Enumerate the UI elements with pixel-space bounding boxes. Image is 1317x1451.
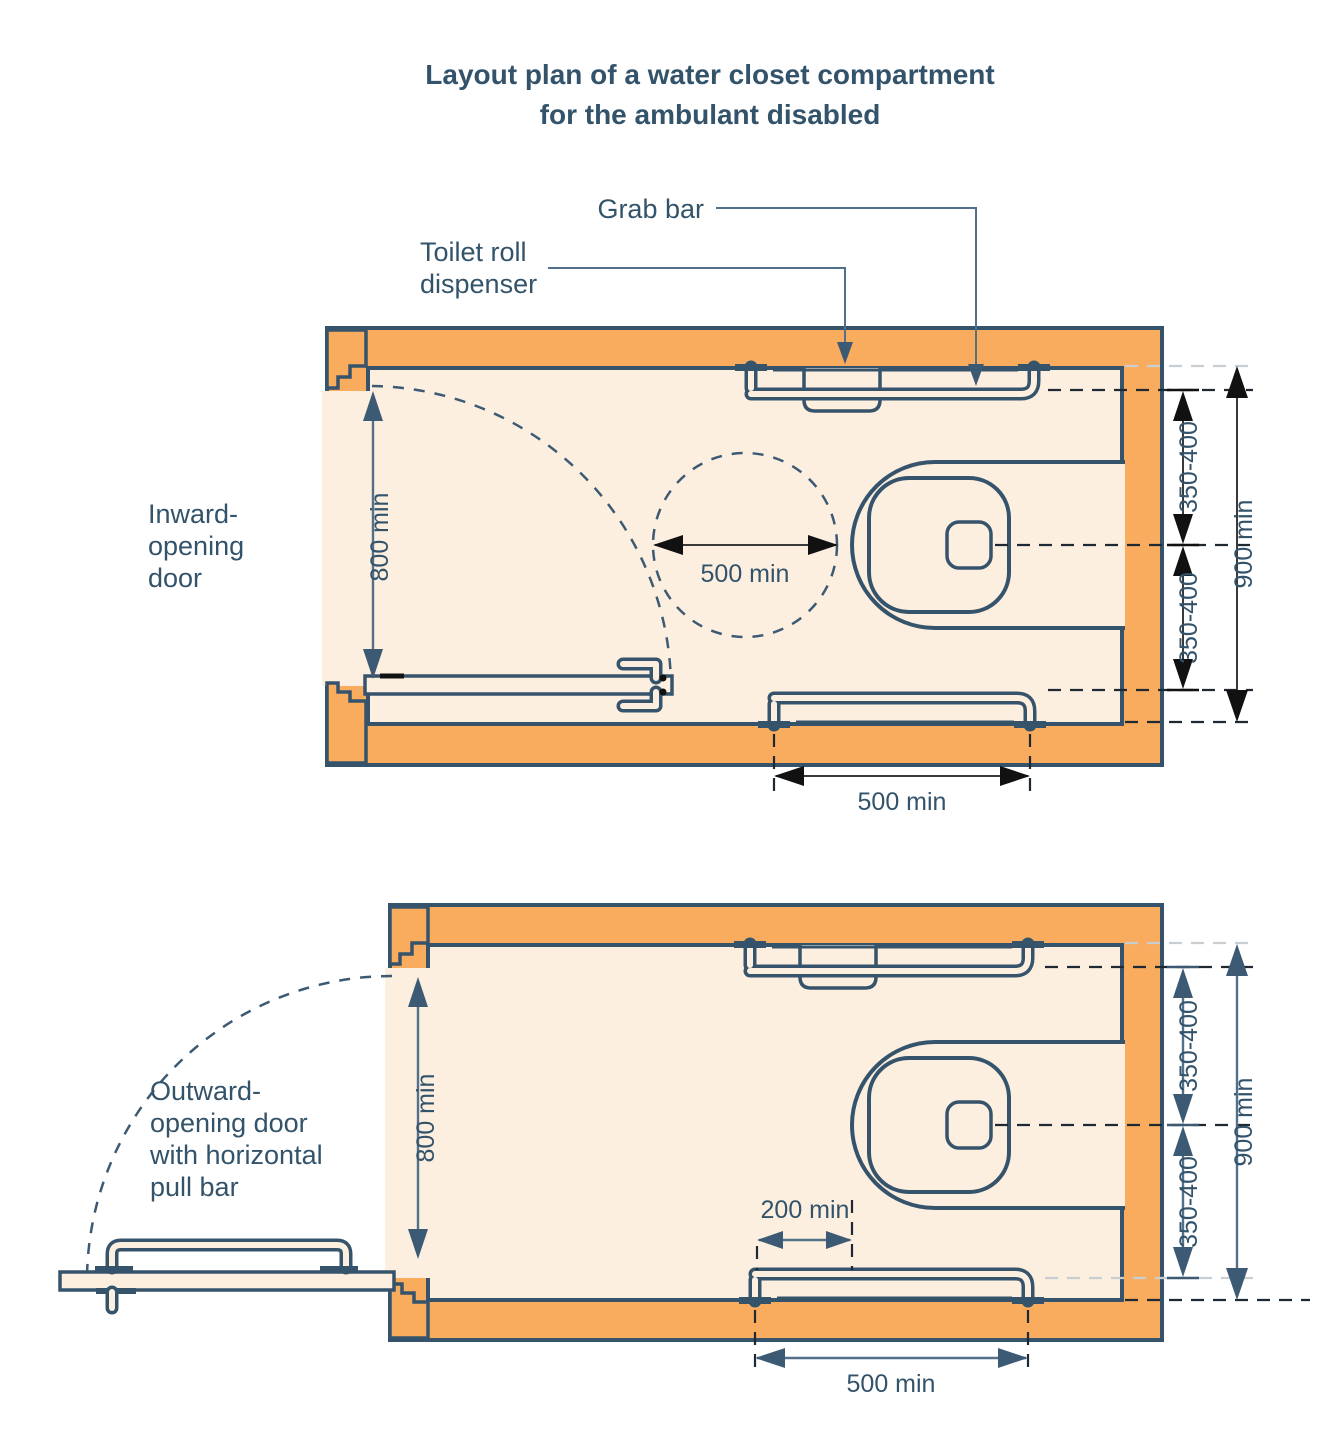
dim-label-500min-bar: 500 min	[858, 788, 947, 816]
dim-label-500min-bar: 500 min	[847, 1370, 936, 1398]
horizontal-pull-bar	[105, 1238, 353, 1275]
dim-bar-beyond-pan: 200 min	[755, 1196, 854, 1270]
toilet	[850, 460, 1125, 630]
dim-bar-length: 500 min	[753, 1310, 1030, 1398]
door-opening	[385, 968, 433, 1278]
dim-bar-length: 500 min	[772, 734, 1032, 816]
dim-label-350-400-lower: 350-400	[1175, 1156, 1203, 1248]
outward-door-line2: opening door	[150, 1108, 308, 1138]
dim-bar-lower: 350-400	[1167, 546, 1203, 692]
dispenser-label-line1: Toilet roll	[420, 237, 527, 267]
grab-bar-bottom	[758, 691, 1046, 732]
dim-label-350-400-upper: 350-400	[1175, 1000, 1203, 1092]
label-outward-door: Outward- opening door with horizontal pu…	[149, 1076, 323, 1202]
door-swing-arc	[371, 384, 673, 689]
door-jamb-top	[388, 905, 430, 966]
toilet-seat	[867, 1056, 1011, 1194]
outward-door-line1: Outward-	[150, 1076, 261, 1106]
grab-bar-bottom	[739, 1267, 1044, 1308]
door-opening	[322, 391, 372, 686]
outward-door-line4: pull bar	[150, 1172, 239, 1202]
page-title-line2: for the ambulant disabled	[540, 99, 881, 130]
grab-bar-top	[735, 360, 1050, 413]
dim-label-500min-maneuver: 500 min	[701, 560, 790, 588]
toilet	[850, 1040, 1125, 1210]
page-title-line1: Layout plan of a water closet compartmen…	[425, 59, 994, 90]
dim-label-350-400-upper: 350-400	[1175, 421, 1203, 513]
door-jamb-top	[325, 328, 368, 390]
door-leaf	[363, 657, 674, 713]
dim-label-800min: 800 min	[412, 1074, 440, 1163]
top-compartment-inward-door: 800 min 500 min 350-400	[322, 326, 1258, 816]
toilet-drain	[945, 520, 993, 570]
bottom-compartment-outward-door: 800 min 200 min 350-400	[58, 903, 1310, 1398]
dim-door-clear: 800 min	[408, 977, 440, 1259]
door-swing-arc	[85, 974, 393, 1282]
dim-label-200min: 200 min	[761, 1196, 850, 1224]
dim-label-900min: 900 min	[1230, 500, 1258, 589]
dim-overall: 900 min	[1226, 366, 1258, 722]
door-panel	[363, 674, 674, 696]
toilet-seat	[867, 476, 1011, 614]
outward-door-line3: with horizontal	[149, 1140, 323, 1170]
dispenser-label-line2: dispenser	[420, 269, 537, 299]
dim-bar-lower: 350-400	[1167, 1126, 1203, 1280]
inward-door-line2: opening	[148, 531, 244, 561]
dim-label-800min: 800 min	[366, 493, 394, 582]
toilet-drain	[945, 1100, 993, 1150]
dim-label-350-400-lower: 350-400	[1175, 572, 1203, 664]
dim-door-clear: 800 min	[363, 391, 394, 679]
grab-bar-top	[734, 937, 1044, 990]
dim-bar-upper: 350-400	[1167, 965, 1203, 1127]
dim-bar-upper: 350-400	[1167, 388, 1203, 547]
inward-door-line1: Inward-	[148, 499, 238, 529]
callout-toilet-roll-dispenser: Toilet roll dispenser	[420, 237, 853, 364]
dim-label-900min: 900 min	[1230, 1078, 1258, 1167]
dim-overall: 900 min	[1226, 944, 1258, 1300]
callout-grab-bar: Grab bar	[597, 194, 984, 386]
door-jamb-bottom	[325, 681, 368, 765]
door-leaf	[58, 1238, 396, 1315]
inward-door-line3: door	[148, 563, 202, 593]
dim-maneuver: 500 min	[653, 535, 838, 588]
label-inward-door: Inward- opening door	[148, 499, 244, 593]
grab-bar-label: Grab bar	[597, 194, 704, 224]
door-panel	[58, 1270, 396, 1292]
